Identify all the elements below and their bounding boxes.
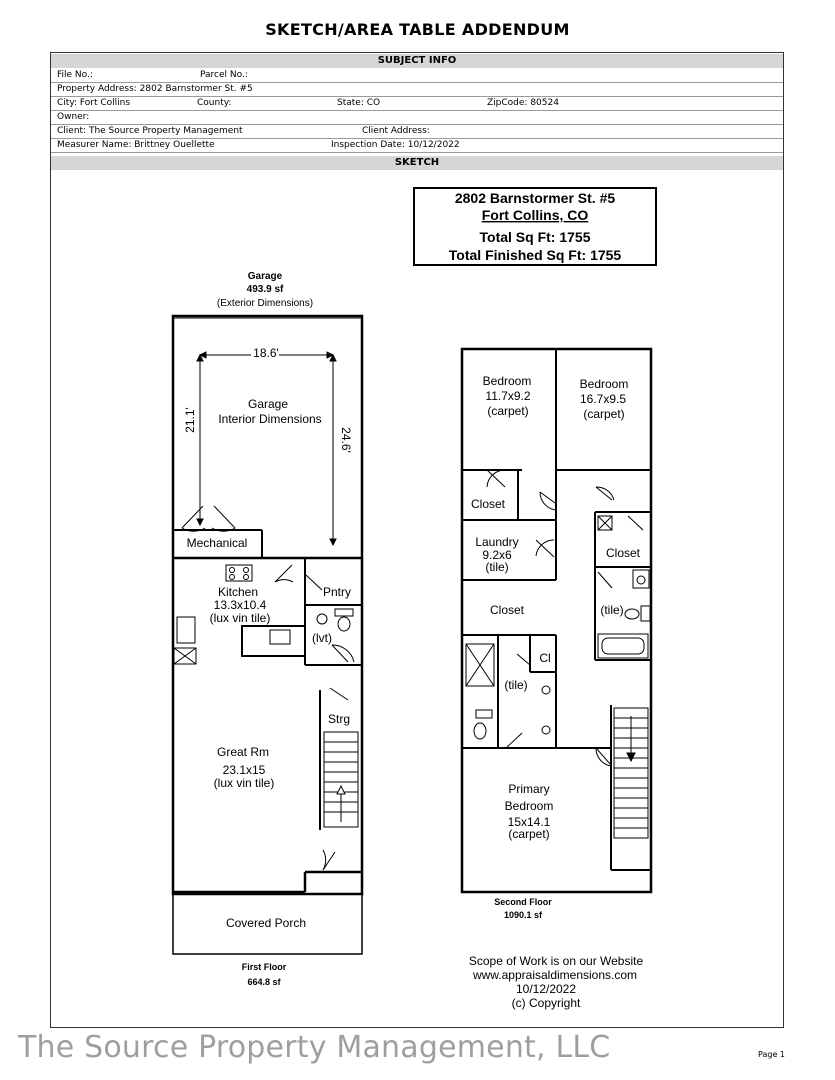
- second-floor-name: Second Floor: [494, 897, 552, 907]
- scope-line1: Scope of Work is on our Website: [469, 954, 644, 968]
- lower-bath-label: (tile): [504, 678, 527, 692]
- measurer-name: Measurer Name: Brittney Ouellette: [57, 140, 215, 150]
- summary-total-sqft: Total Sq Ft: 1755: [480, 229, 591, 245]
- second-floor-area: 1090.1 sf: [504, 910, 543, 920]
- great-room-label: Great Rm: [217, 745, 269, 759]
- info-row-owner: Owner:: [51, 111, 783, 125]
- closet-b-label: Closet: [606, 546, 641, 560]
- summary-address: 2802 Barnstormer St. #5: [455, 190, 616, 206]
- closet-a-label: Closet: [471, 497, 506, 511]
- second-floor-stairs: [613, 707, 649, 839]
- page-title: SKETCH/AREA TABLE ADDENDUM: [265, 20, 570, 39]
- bedroom2-floor: (carpet): [583, 407, 624, 421]
- inspection-date: Inspection Date: 10/12/2022: [331, 140, 460, 150]
- zip-code: ZipCode: 80524: [487, 98, 559, 108]
- bedroom2-label: Bedroom: [580, 377, 629, 391]
- laundry-label: Laundry: [475, 535, 518, 549]
- scope-line4: (c) Copyright: [512, 996, 581, 1010]
- garage-door-swing: [181, 505, 236, 532]
- laundry-dim: 9.2x6: [482, 548, 512, 562]
- info-row-measurer: Measurer Name: Brittney Ouellette Inspec…: [51, 139, 783, 153]
- garage-depth-right: 24.6': [339, 427, 353, 453]
- watermark: The Source Property Management, LLC: [18, 1030, 611, 1065]
- storage-label: Strg: [328, 712, 350, 726]
- great-room-dim: 23.1x15: [223, 763, 266, 777]
- first-floor-area: 664.8 sf: [247, 977, 281, 987]
- garage-interior-2: Interior Dimensions: [218, 412, 321, 426]
- garage-interior-1: Garage: [248, 397, 288, 411]
- summary-city: Fort Collins, CO: [482, 207, 589, 223]
- pantry-label: Pntry: [323, 585, 351, 599]
- garage-width: 18.6': [253, 346, 279, 360]
- great-room-floor: (lux vin tile): [214, 776, 275, 790]
- cl-label: Cl: [539, 651, 550, 665]
- city: City: Fort Collins: [57, 98, 131, 108]
- bedroom2-dim: 16.7x9.5: [580, 392, 626, 406]
- subject-info-heading: SUBJECT INFO: [51, 54, 783, 68]
- covered-porch-label: Covered Porch: [226, 916, 306, 930]
- kitchen-floor: (lux vin tile): [210, 611, 271, 625]
- garage-note: (Exterior Dimensions): [217, 298, 313, 309]
- county: County:: [197, 98, 232, 108]
- primary-label: Primary: [508, 782, 549, 796]
- kitchen-dim: 13.3x10.4: [214, 598, 267, 612]
- kitchen-fixtures: [173, 564, 355, 665]
- info-row-client: Client: The Source Property Management C…: [51, 125, 783, 139]
- garage-dimension-lines: [196, 351, 337, 547]
- first-floor-stairs: [322, 687, 359, 871]
- garage-title: Garage: [248, 271, 283, 282]
- bedroom1-dim: 11.7x9.2: [485, 389, 530, 403]
- second-floor-walls: [460, 347, 653, 894]
- addendum-frame: [50, 52, 784, 1028]
- kitchen-label: Kitchen: [218, 585, 258, 599]
- state: State: CO: [337, 98, 381, 108]
- upper-bath-label: (tile): [600, 603, 623, 617]
- summary-total-finished: Total Finished Sq Ft: 1755: [449, 247, 622, 263]
- info-row-address: Property Address: 2802 Barnstormer St. #…: [51, 83, 783, 97]
- info-row-city: City: Fort Collins County: State: CO Zip…: [51, 97, 783, 111]
- mechanical-label: Mechanical: [187, 536, 248, 550]
- garage-area: 493.9 sf: [247, 284, 284, 295]
- file-no: File No.:: [57, 70, 93, 80]
- bedroom1-floor: (carpet): [487, 404, 528, 418]
- closet-c-label: Closet: [490, 603, 525, 617]
- sketch-heading: SKETCH: [51, 156, 783, 170]
- owner: Owner:: [57, 112, 90, 122]
- bedroom1-label: Bedroom: [483, 374, 532, 388]
- primary-label-2: Bedroom: [505, 799, 554, 813]
- lavatory-label: (lvt): [312, 631, 332, 645]
- second-floor-fixtures: [465, 469, 651, 767]
- laundry-floor: (tile): [485, 560, 508, 574]
- scope-line2: www.appraisaldimensions.com: [472, 968, 637, 982]
- primary-dim: 15x14.1: [508, 815, 551, 829]
- garage-depth-left: 21.1': [183, 407, 197, 433]
- info-row-file: File No.: Parcel No.:: [51, 69, 783, 83]
- page-number: Page 1: [758, 1050, 785, 1059]
- summary-box: [413, 187, 657, 266]
- first-floor-name: First Floor: [242, 962, 287, 972]
- property-address: Property Address: 2802 Barnstormer St. #…: [57, 84, 253, 94]
- parcel-no: Parcel No.:: [200, 70, 248, 80]
- client-address: Client Address:: [362, 126, 430, 136]
- client: Client: The Source Property Management: [57, 126, 243, 136]
- primary-floor: (carpet): [508, 827, 549, 841]
- scope-line3: 10/12/2022: [516, 982, 576, 996]
